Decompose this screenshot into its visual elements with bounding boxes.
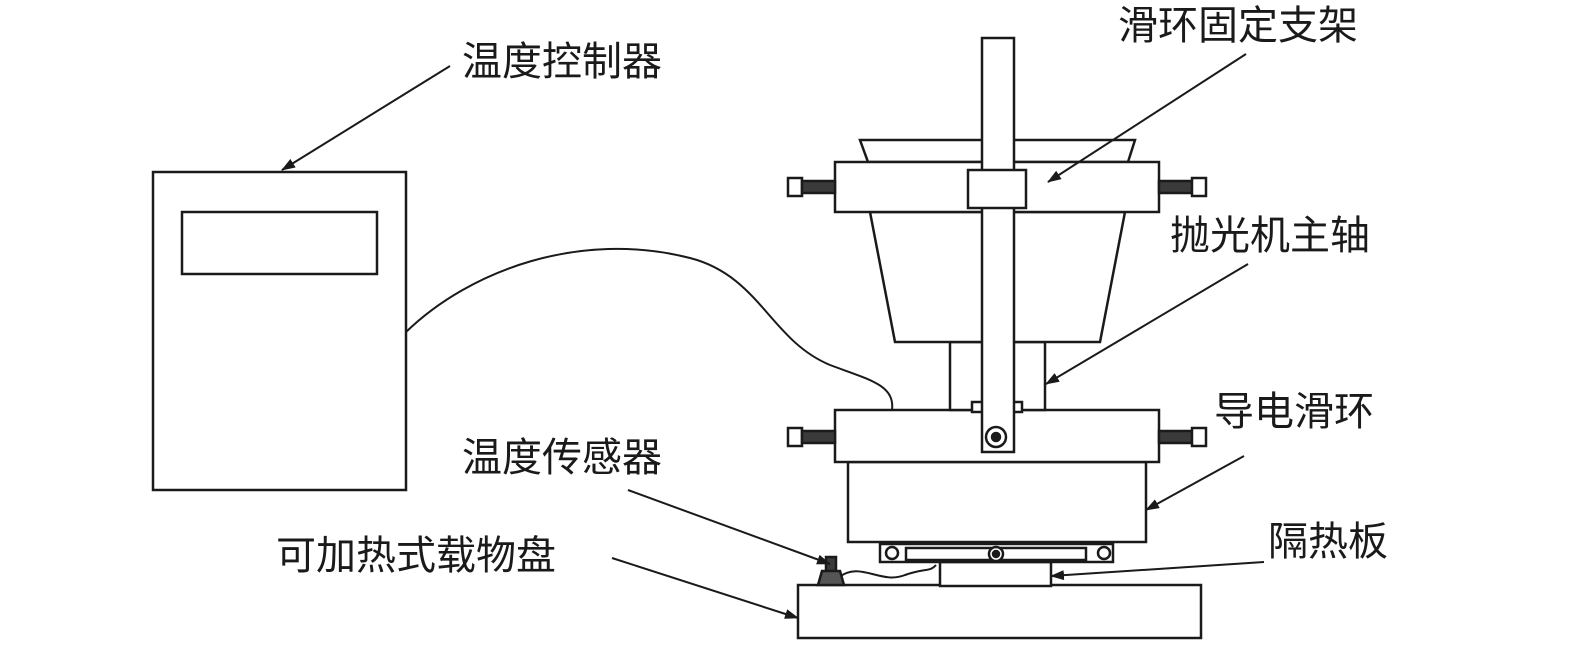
label-conductive-slip-ring: 导电滑环 — [1214, 389, 1374, 435]
arrow-bracket — [1047, 53, 1247, 183]
label-temperature-sensor: 温度传感器 — [462, 435, 662, 481]
arrow-sensor — [627, 489, 831, 565]
temperature-sensor — [816, 555, 846, 587]
heated-stage — [796, 583, 1203, 640]
controller-display — [180, 210, 379, 276]
label-polisher-spindle: 抛光机主轴 — [1170, 213, 1370, 259]
lower-bracket-bolts — [786, 426, 1208, 448]
label-insulation-plate: 隔热板 — [1268, 519, 1388, 565]
arrow-insulation — [1050, 561, 1265, 581]
temperature-controller — [151, 170, 408, 492]
sensor-lead — [837, 564, 937, 579]
conductive-slip-ring — [846, 460, 1148, 544]
label-temperature-controller: 温度控制器 — [462, 39, 662, 85]
slip-ring-bracket — [966, 36, 1028, 454]
arrow-stage — [611, 557, 799, 619]
leader-arrows — [281, 53, 1265, 619]
insulation-plate — [938, 560, 1053, 588]
arrow-slip-ring — [1145, 455, 1245, 511]
label-heated-stage: 可加热式载物盘 — [276, 533, 556, 579]
sensor-cable — [405, 247, 894, 411]
arrow-controller — [281, 65, 451, 171]
upper-bracket-bolts — [786, 176, 1208, 198]
arrow-spindle — [1045, 263, 1249, 385]
label-slip-ring-bracket: 滑环固定支架 — [1118, 3, 1358, 49]
lower-clamp — [878, 542, 1115, 564]
